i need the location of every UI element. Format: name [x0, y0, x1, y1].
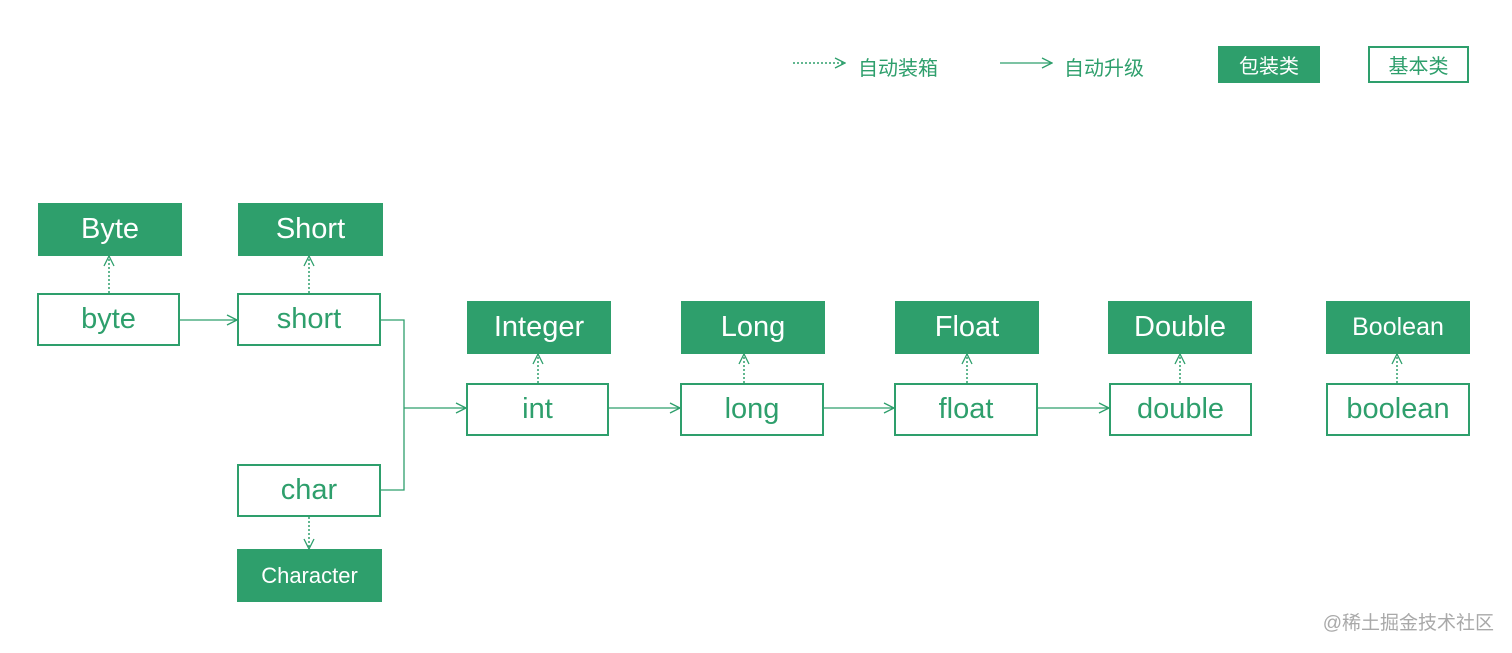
legend-widen-label: 自动升级 [1064, 58, 1144, 80]
primitive-double: double [1109, 383, 1252, 436]
wrapper-short: Short [238, 203, 383, 256]
primitive-short: short [237, 293, 381, 346]
wrapper-double: Double [1108, 301, 1252, 354]
legend-autobox-label: 自动装箱 [858, 58, 938, 80]
edge-char-to-int [381, 408, 405, 491]
primitive-boolean: boolean [1326, 383, 1470, 436]
wrapper-float: Float [895, 301, 1039, 354]
legend-primitive-swatch: 基本类 [1368, 46, 1469, 83]
legend-wrapper-swatch: 包装类 [1218, 46, 1320, 83]
wrapper-boolean: Boolean [1326, 301, 1470, 354]
edge-short-to-int [381, 319, 405, 408]
primitive-long: long [680, 383, 824, 436]
primitive-byte: byte [37, 293, 180, 346]
wrapper-byte: Byte [38, 203, 182, 256]
wrapper-long: Long [681, 301, 825, 354]
primitive-int: int [466, 383, 609, 436]
primitive-float: float [894, 383, 1038, 436]
watermark: @稀土掘金技术社区 [1322, 613, 1494, 634]
wrapper-character: Character [237, 549, 382, 602]
wrapper-integer: Integer [467, 301, 611, 354]
primitive-char: char [237, 464, 381, 517]
